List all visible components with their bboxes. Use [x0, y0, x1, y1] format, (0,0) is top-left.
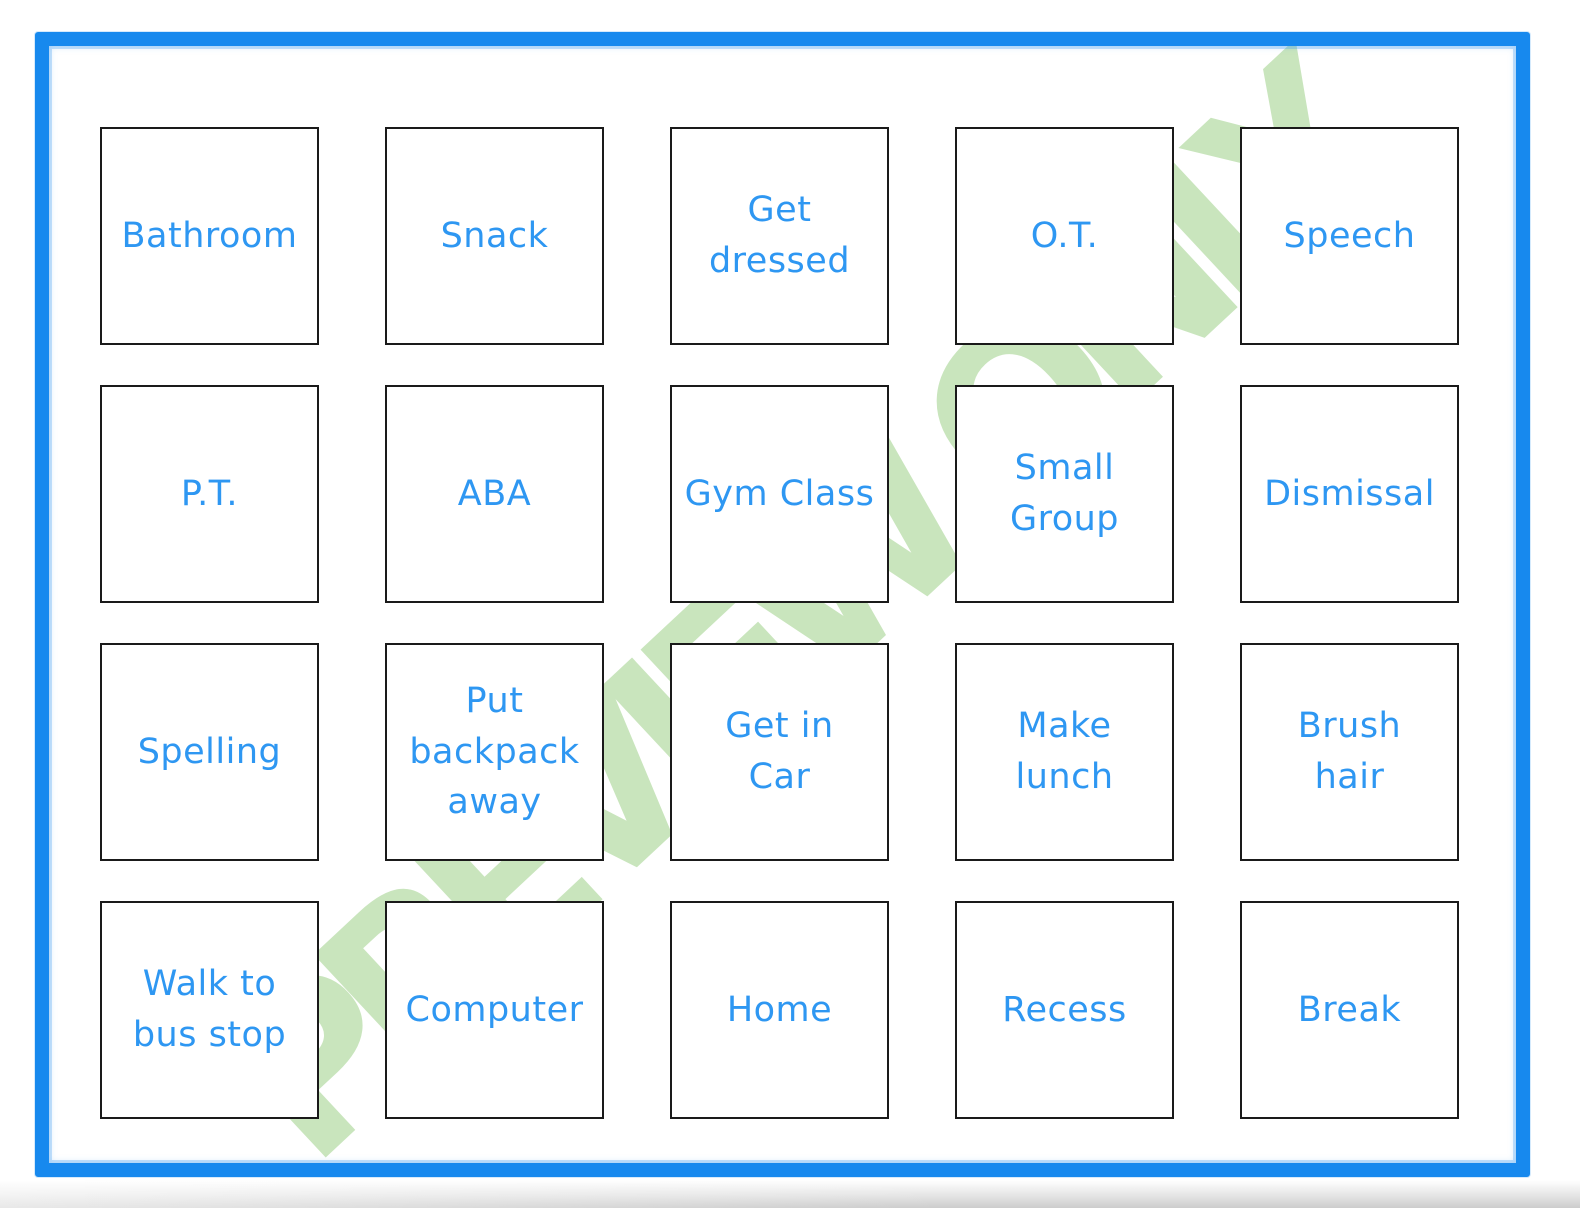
card-small-group: Small Group: [955, 385, 1174, 603]
card-get-dressed: Get dressed: [670, 127, 889, 345]
card-label: Speech: [1283, 215, 1416, 256]
card-spelling: Spelling: [100, 643, 319, 861]
card-break: Break: [1240, 901, 1459, 1119]
card-label: ABA: [457, 473, 532, 514]
card-label: Dismissal: [1264, 473, 1435, 514]
card-bathroom: Bathroom: [100, 127, 319, 345]
card-label: Get in Car: [725, 706, 834, 797]
card-label: Get dressed: [708, 190, 851, 281]
card-make-lunch: Make lunch: [955, 643, 1174, 861]
card-label: Spelling: [137, 731, 282, 772]
card-grid: Bathroom Snack Get dressed O.T. Speech P…: [100, 127, 1459, 1119]
card-computer: Computer: [385, 901, 604, 1119]
card-label: Make lunch: [1015, 706, 1114, 797]
card-label: Home: [726, 989, 833, 1030]
card-label: P.T.: [180, 473, 239, 514]
card-label: Bathroom: [121, 215, 298, 256]
card-brush-hair: Brush hair: [1240, 643, 1459, 861]
card-snack: Snack: [385, 127, 604, 345]
card-dismissal: Dismissal: [1240, 385, 1459, 603]
card-label: Put backpack away: [409, 680, 580, 823]
card-pt: P.T.: [100, 385, 319, 603]
card-label: Computer: [405, 989, 584, 1030]
card-label: Walk to bus stop: [132, 964, 287, 1055]
card-label: Snack: [440, 215, 549, 256]
card-label: Gym Class: [684, 473, 875, 514]
card-label: Recess: [1002, 989, 1127, 1030]
card-label: Small Group: [1009, 448, 1120, 539]
card-recess: Recess: [955, 901, 1174, 1119]
card-label: Break: [1297, 989, 1402, 1030]
card-gym-class: Gym Class: [670, 385, 889, 603]
card-home: Home: [670, 901, 889, 1119]
card-get-in-car: Get in Car: [670, 643, 889, 861]
card-ot: O.T.: [955, 127, 1174, 345]
card-put-backpack-away: Put backpack away: [385, 643, 604, 861]
card-aba: ABA: [385, 385, 604, 603]
card-walk-to-bus-stop: Walk to bus stop: [100, 901, 319, 1119]
card-speech: Speech: [1240, 127, 1459, 345]
card-label: Brush hair: [1297, 706, 1402, 797]
page-bottom-shadow: [0, 1180, 1580, 1208]
card-label: O.T.: [1030, 215, 1099, 256]
